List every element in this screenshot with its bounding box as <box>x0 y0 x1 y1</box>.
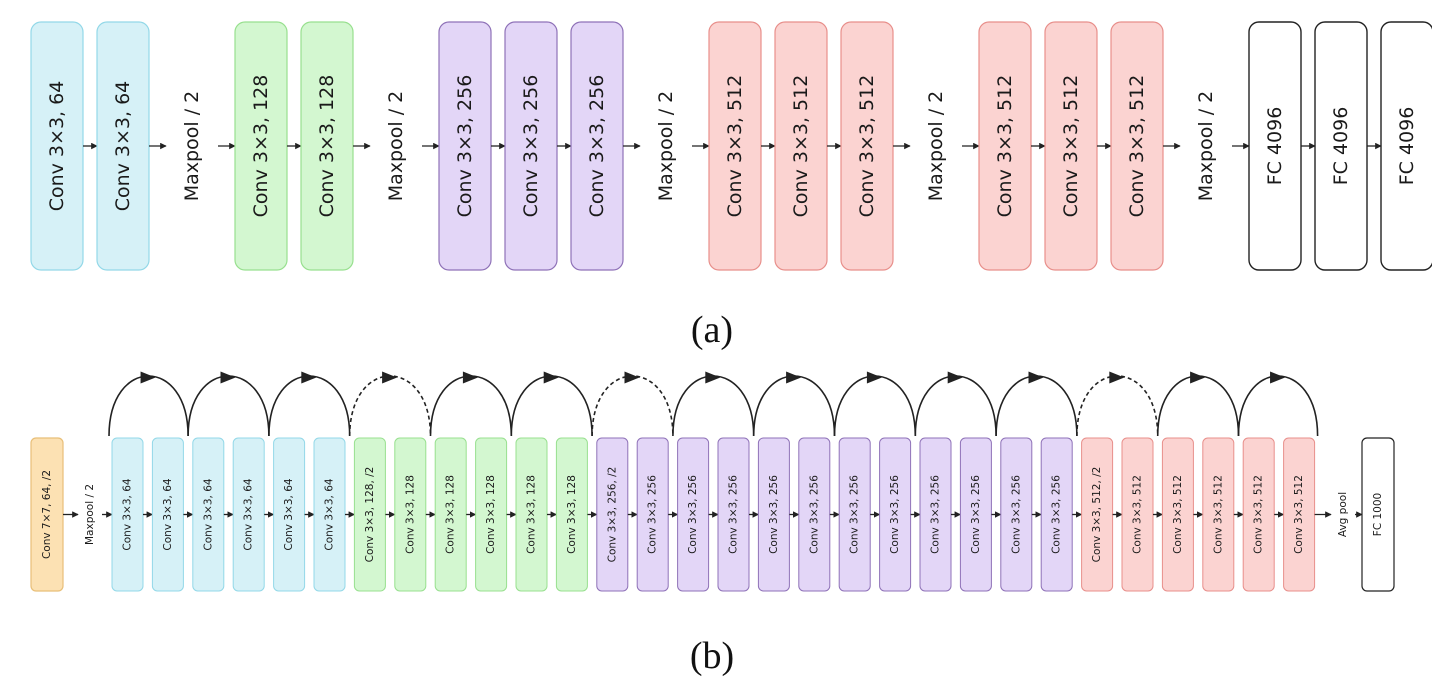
resnet-layer-label: Conv 3×3, 256, /2 <box>606 467 618 563</box>
skip-connection-arc <box>752 375 836 437</box>
skip-arrowhead-icon <box>1190 371 1206 384</box>
skip-connection-arc <box>108 375 189 437</box>
skip-arrowhead-icon <box>1270 371 1286 384</box>
skip-arrowhead-icon <box>220 371 236 384</box>
conv7x7-label: Conv 7×7, 64, /2 <box>41 470 53 559</box>
maxpool-label: Maxpool / 2 <box>385 91 407 201</box>
resnet-layer-label: Conv 3×3, 256 <box>889 475 901 554</box>
fc1000-block <box>1361 437 1395 592</box>
skip-connection-arc <box>914 375 997 437</box>
diagram-b-resnet: Conv 7×7, 64, /2 Maxpool / 2 Conv 3×3, 64 C… <box>30 371 1395 592</box>
vgg-layer-label: Conv 3×3, 256 <box>520 75 542 218</box>
resnet-layer-label: Conv 3×3, 256 <box>849 475 861 554</box>
resnet-layer-label: Conv 3×3, 512 <box>1293 475 1305 554</box>
vgg-layer-label: Conv 3×3, 512 <box>724 75 746 218</box>
vgg-layer-label: Conv 3×3, 64 <box>46 81 68 212</box>
maxpool-label: Maxpool / 2 <box>1195 91 1217 201</box>
skip-connection-arc <box>833 375 917 437</box>
resnet-layer-label: Conv 3×3, 256 <box>930 475 942 554</box>
maxpool-label: Maxpool / 2 <box>925 91 947 201</box>
resnet-layer-label: Conv 3×3, 128 <box>526 475 538 554</box>
skip-connection-arc <box>672 375 755 437</box>
vgg-layer-label: Conv 3×3, 64 <box>112 81 134 212</box>
resnet-layer-label: Conv 3×3, 256 <box>728 475 740 554</box>
resnet-layer-label: Conv 3×3, 64 <box>122 478 134 550</box>
caption-b: (b) <box>690 635 734 677</box>
skip-connection-arc <box>1076 375 1159 437</box>
skip-connection-arc <box>268 375 351 437</box>
resnet-layer-label: Conv 3×3, 256 <box>1010 475 1022 554</box>
skip-connection-arc <box>995 375 1078 437</box>
avgpool-label: Avg pool <box>1337 492 1349 537</box>
skip-arrowhead-icon <box>543 371 559 384</box>
skip-arrowhead-icon <box>624 371 640 384</box>
vgg-layer-block <box>1380 21 1432 271</box>
vgg-layer-label: Conv 3×3, 512 <box>1060 75 1082 218</box>
resnet-layer-label: Conv 3×3, 512 <box>1132 475 1144 554</box>
skip-connection-arc <box>1237 375 1319 437</box>
resnet-layer-label: Conv 3×3, 128 <box>404 475 416 554</box>
skip-arrowhead-icon <box>1028 371 1044 384</box>
skip-arrowhead-icon <box>382 371 398 384</box>
skip-arrowhead-icon <box>786 371 802 384</box>
vgg-layer-label: Conv 3×3, 128 <box>316 75 338 218</box>
skip-connection-arc <box>348 375 432 437</box>
fc1000-label: FC 1000 <box>1372 493 1384 536</box>
skip-arrowhead-icon <box>301 371 317 384</box>
caption-a: (a) <box>691 309 733 351</box>
vgg-layer-label: Conv 3×3, 256 <box>586 75 608 218</box>
skip-connection-arc <box>510 375 593 437</box>
resnet-layer-label: Conv 3×3, 64 <box>202 478 214 550</box>
vgg-layer-label: Conv 3×3, 256 <box>454 75 476 218</box>
skip-arrowhead-icon <box>866 371 882 384</box>
skip-arrowhead-icon <box>140 371 156 384</box>
resnet-layer-label: Conv 3×3, 64 <box>243 478 255 550</box>
skip-connection-arc <box>1156 375 1240 437</box>
vgg-layer-label: FC 4096 <box>1330 107 1352 186</box>
resnet-layer-label: Conv 3×3, 512, /2 <box>1091 467 1103 563</box>
resnet-layer-label: Conv 3×3, 128 <box>566 475 578 554</box>
resnet-layer-label: Conv 3×3, 64 <box>283 478 295 550</box>
skip-arrowhead-icon <box>947 371 963 384</box>
maxpool-label: Maxpool / 2 <box>181 91 203 201</box>
vgg-layer-label: FC 4096 <box>1396 107 1418 186</box>
resnet-layer-label: Conv 3×3, 128 <box>445 475 457 554</box>
skip-connection-arc <box>591 375 674 437</box>
resnet-layer-label: Conv 3×3, 64 <box>324 478 336 550</box>
skip-connection-arc <box>429 375 513 437</box>
resnet-layer-label: Conv 3×3, 256 <box>768 475 780 554</box>
vgg-layer-label: Conv 3×3, 128 <box>250 75 272 218</box>
skip-arrowhead-icon <box>1109 371 1125 384</box>
resnet-layer-label: Conv 3×3, 256 <box>687 475 699 554</box>
vgg-layer-label: FC 4096 <box>1264 107 1286 186</box>
resnet-layer-label: Conv 3×3, 512 <box>1172 475 1184 554</box>
resnet-layer-label: Conv 3×3, 64 <box>162 478 174 550</box>
resnet-layer-label: Conv 3×3, 512 <box>1253 475 1265 554</box>
resnet-layer-label: Conv 3×3, 512 <box>1212 475 1224 554</box>
resnet-layer-label: Conv 3×3, 128 <box>485 475 497 554</box>
diagram-a-vgg: Conv 3×3, 64 Conv 3×3, 64 Maxpool / 2 Conv … <box>30 21 1432 271</box>
vgg-layer-label: Conv 3×3, 512 <box>856 75 878 218</box>
resnet-layer-label: Conv 3×3, 256 <box>647 475 659 554</box>
vgg-layer-label: Conv 3×3, 512 <box>1126 75 1148 218</box>
maxpool-label: Maxpool / 2 <box>655 91 677 201</box>
maxpool-label: Maxpool / 2 <box>84 484 96 545</box>
resnet-layer-label: Conv 3×3, 128, /2 <box>364 467 376 563</box>
vgg-layer-label: Conv 3×3, 512 <box>994 75 1016 218</box>
resnet-layer-label: Conv 3×3, 256 <box>970 475 982 554</box>
resnet-layer-label: Conv 3×3, 256 <box>1051 475 1063 554</box>
skip-arrowhead-icon <box>462 371 478 384</box>
resnet-layer-label: Conv 3×3, 256 <box>808 475 820 554</box>
skip-arrowhead-icon <box>705 371 721 384</box>
skip-connection-arc <box>187 375 270 437</box>
vgg-layer-label: Conv 3×3, 512 <box>790 75 812 218</box>
